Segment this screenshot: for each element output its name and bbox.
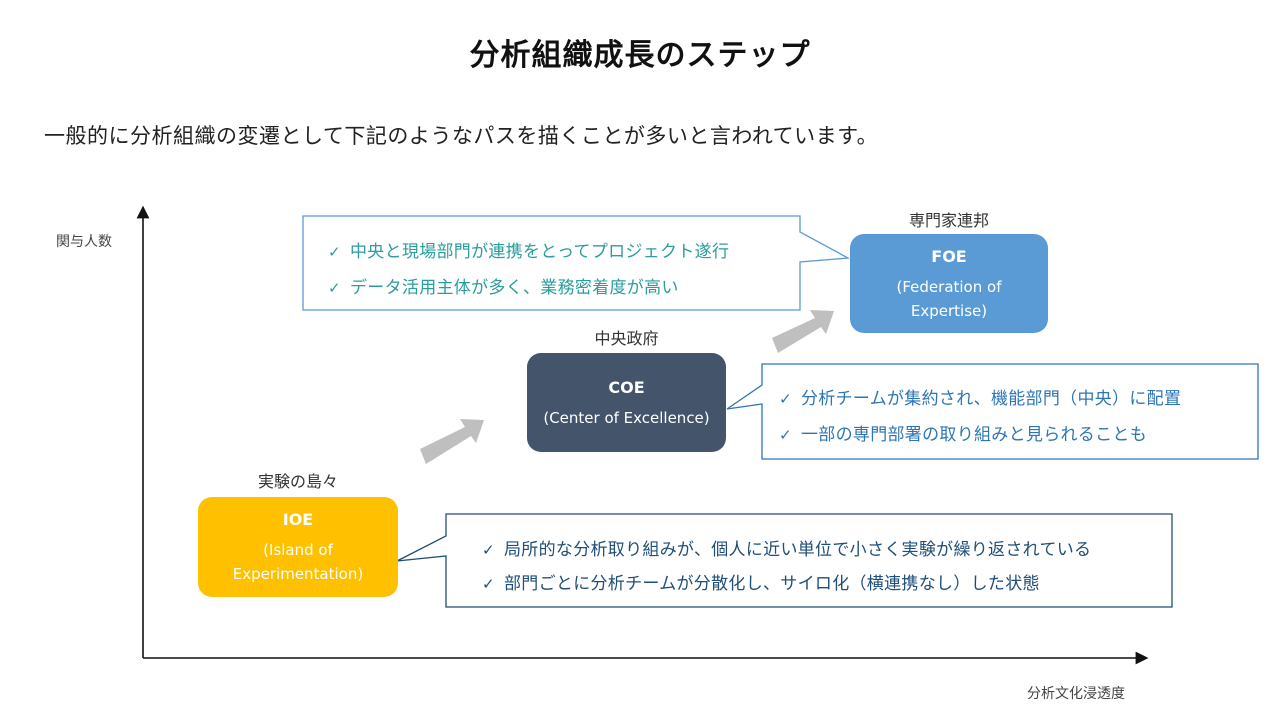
- check-icon: ✓: [779, 390, 792, 408]
- foe-fullname-line2: Expertise): [910, 301, 988, 320]
- check-icon: ✓: [779, 426, 792, 444]
- ioe-bullet: ✓ 部門ごとに分析チームが分散化し、サイロ化（横連携なし）した状態: [482, 569, 1040, 594]
- coe-stage-box: COE (Center of Excellence): [527, 353, 726, 452]
- ioe-stage-label: 実験の島々: [257, 472, 338, 491]
- ioe-bullet: ✓ 局所的な分析取り組みが、個人に近い単位で小さく実験が繰り返されている: [482, 535, 1091, 560]
- ioe-bullet-text: 局所的な分析取り組みが、個人に近い単位で小さく実験が繰り返されている: [504, 540, 1092, 560]
- progress-arrow-1: [420, 419, 484, 464]
- foe-bullet: ✓ データ活用主体が多く、業務密着度が高い: [328, 273, 679, 298]
- ioe-bullet-text: 部門ごとに分析チームが分散化し、サイロ化（横連携なし）した状態: [504, 574, 1040, 594]
- check-icon: ✓: [482, 541, 495, 559]
- check-icon: ✓: [482, 575, 495, 593]
- foe-bullet-text: データ活用主体が多く、業務密着度が高い: [350, 278, 679, 298]
- ioe-fullname-line1: (Island of: [263, 541, 333, 559]
- foe-bullet-text: 中央と現場部門が連携をとってプロジェクト遂行: [350, 242, 730, 262]
- progress-arrow-2: [772, 310, 834, 353]
- ioe-stage-box: IOE (Island of Experimentation): [198, 497, 398, 597]
- ioe-fullname-line2: Experimentation): [232, 565, 364, 583]
- page-title: 分析組織成長のステップ: [469, 38, 811, 73]
- coe-bullet: ✓ 分析チームが集約され、機能部門（中央）に配置: [779, 384, 1181, 409]
- coe-bullet: ✓ 一部の専門部署の取り組みと見られることも: [779, 420, 1147, 445]
- coe-abbr: COE: [608, 377, 645, 397]
- foe-bullet: ✓ 中央と現場部門が連携をとってプロジェクト遂行: [328, 237, 729, 262]
- ioe-abbr: IOE: [282, 510, 314, 529]
- coe-callout: [726, 363, 1259, 460]
- coe-bullet-text: 分析チームが集約され、機能部門（中央）に配置: [801, 389, 1182, 409]
- page-subtitle: 一般的に分析組織の変遷として下記のようなパスを描くことが多いと言われています。: [44, 124, 879, 148]
- foe-stage-label: 専門家連邦: [908, 211, 989, 230]
- x-axis-label: 分析文化浸透度: [1027, 686, 1125, 702]
- foe-callout: [302, 215, 851, 311]
- coe-fullname-line1: (Center of Excellence): [543, 408, 710, 427]
- check-icon: ✓: [328, 279, 341, 297]
- foe-abbr: FOE: [931, 246, 967, 266]
- check-icon: ✓: [328, 243, 341, 261]
- foe-stage-box: FOE (Federation of Expertise): [850, 234, 1048, 333]
- ioe-callout: [396, 513, 1173, 608]
- y-axis-label: 関与人数: [56, 234, 112, 250]
- coe-bullet-text: 一部の専門部署の取り組みと見られることも: [801, 425, 1147, 445]
- foe-fullname-line1: (Federation of: [896, 277, 1002, 296]
- coe-stage-label: 中央政府: [594, 329, 659, 348]
